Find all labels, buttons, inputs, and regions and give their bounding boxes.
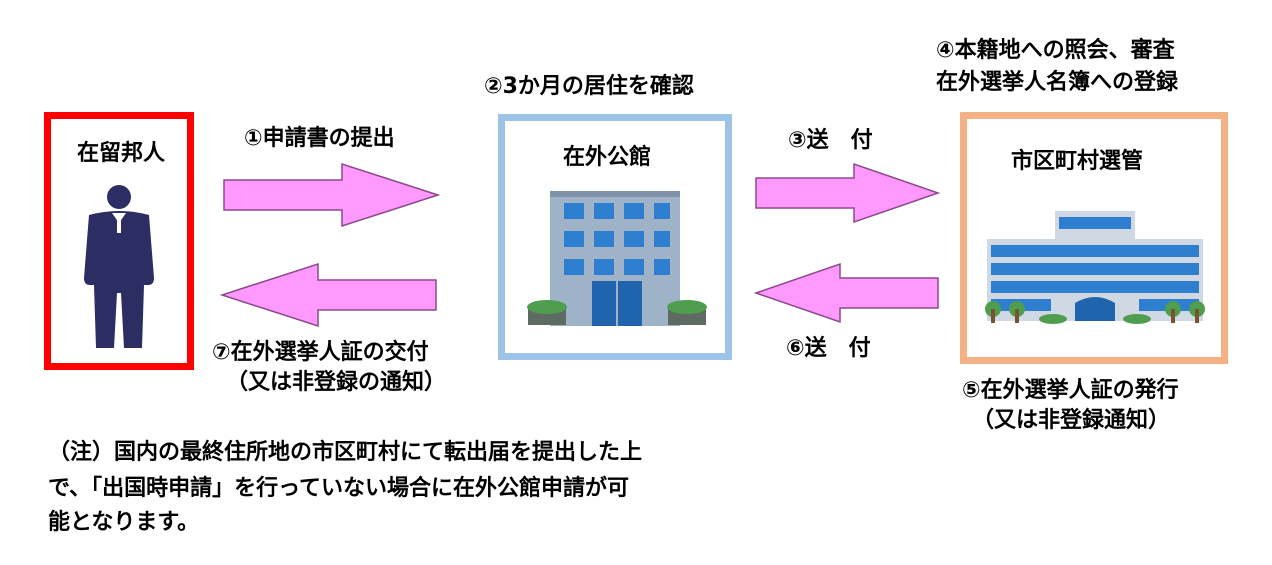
arrow-left-deliver — [220, 262, 437, 328]
step-7-label-line1: ⑦在外選挙人証の交付 — [212, 340, 429, 365]
arrow-right-submit — [223, 162, 441, 228]
step-5-label-line2: （又は非登録通知） — [972, 408, 1171, 433]
resident-box: 在留邦人 — [44, 112, 194, 370]
city-hall-icon — [985, 211, 1205, 324]
municipality-label: 市区町村選管 — [1011, 149, 1144, 174]
person-icon — [84, 185, 154, 348]
step-1-label: ①申請書の提出 — [244, 126, 395, 151]
arrow-left-send — [754, 262, 939, 324]
note-line-1: （注）国内の最終住所地の市区町村にて転出届を提出した上 — [48, 440, 643, 465]
note-line-3: 能となります。 — [48, 510, 200, 535]
step-2-label: ②3か月の居住を確認 — [484, 74, 694, 99]
step-3-label: ③送 付 — [788, 128, 873, 153]
arrow-right-send — [755, 162, 941, 224]
office-building-icon — [527, 191, 707, 326]
step-5-label-line1: ⑤在外選挙人証の発行 — [962, 378, 1179, 403]
note-line-2: で、「出国時申請」を行っていない場合に在外公館申請が可 — [48, 476, 630, 501]
embassy-box: 在外公館 — [498, 114, 732, 360]
embassy-label: 在外公館 — [563, 145, 652, 170]
municipality-box: 市区町村選管 — [960, 112, 1228, 364]
step-7-label-line2: （又は非登録の通知） — [226, 370, 447, 395]
step-4-label-line1: ④本籍地への照会、審査 — [936, 38, 1175, 63]
step-6-label: ⑥送 付 — [786, 336, 871, 361]
step-4-label-line2: 在外選挙人名簿への登録 — [936, 70, 1179, 95]
resident-label: 在留邦人 — [77, 141, 166, 166]
